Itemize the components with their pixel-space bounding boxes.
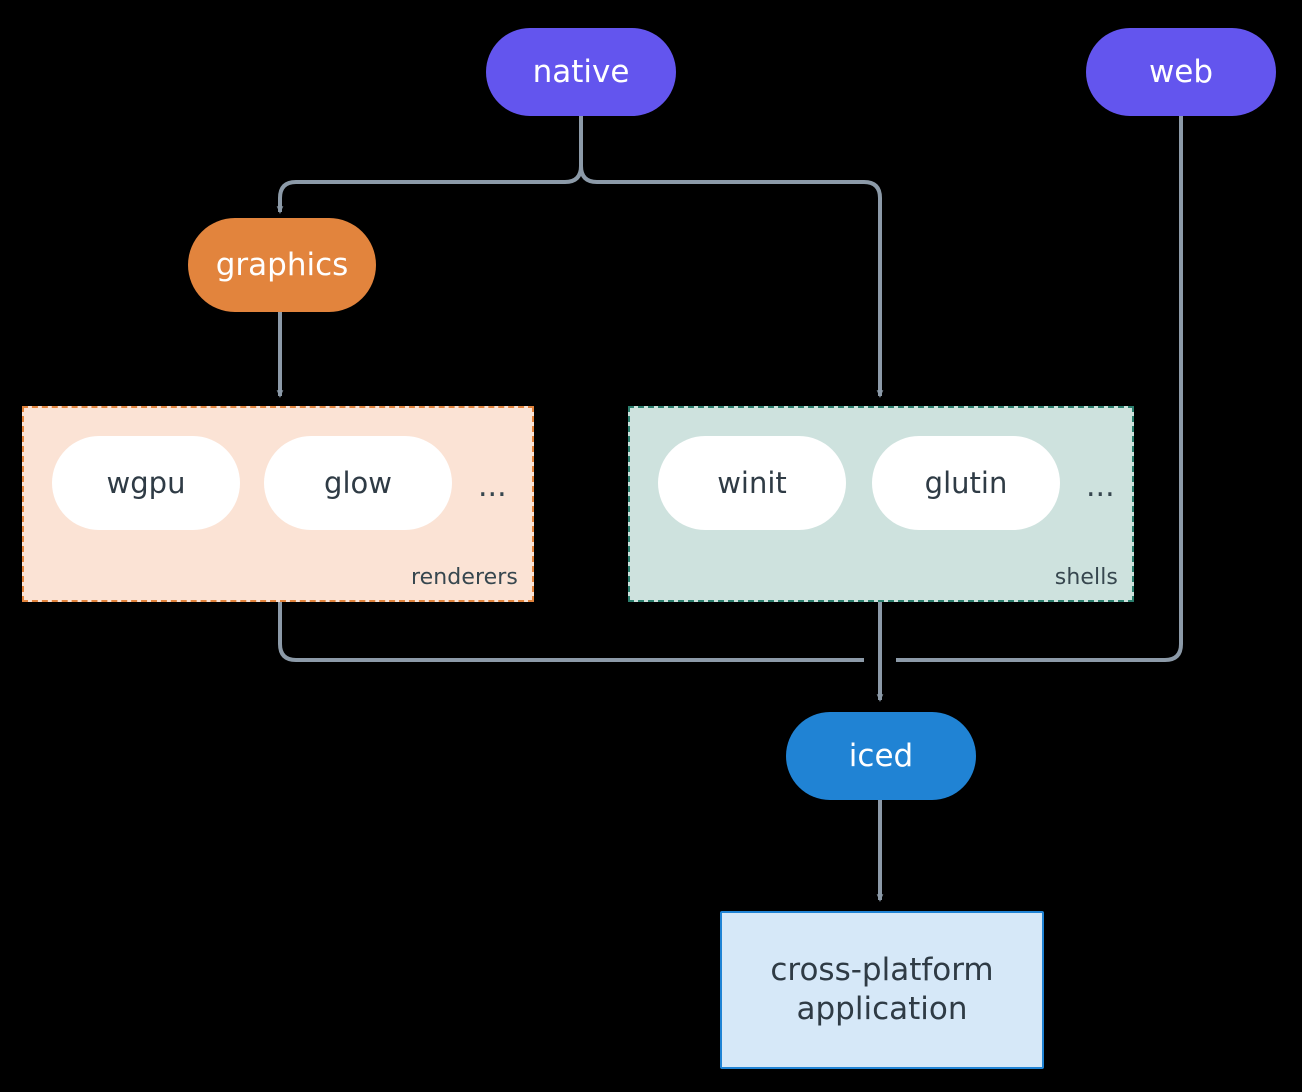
group-shells: winit glutin ... shells — [628, 406, 1134, 602]
node-graphics-label: graphics — [215, 246, 349, 283]
group-renderers: wgpu glow ... renderers — [22, 406, 534, 602]
node-iced[interactable]: iced — [786, 712, 976, 800]
node-native-label: native — [532, 53, 630, 90]
application-label-line2: application — [796, 991, 968, 1027]
edge-renderers-to-iced — [278, 602, 864, 662]
leaf-winit[interactable]: winit — [658, 436, 846, 530]
leaf-wgpu-label: wgpu — [106, 466, 186, 500]
node-cross-platform-application[interactable]: cross-platform application — [720, 911, 1044, 1069]
edge-native-to-graphics — [276, 165, 583, 215]
node-web[interactable]: web — [1086, 28, 1276, 116]
shells-more-ellipsis: ... — [1086, 469, 1115, 504]
leaf-glow-label: glow — [324, 466, 392, 500]
group-renderers-label: renderers — [410, 565, 518, 590]
leaf-glow[interactable]: glow — [264, 436, 452, 530]
node-iced-label: iced — [848, 737, 914, 774]
application-label-line1: cross-platform — [770, 952, 994, 989]
leaf-glutin-label: glutin — [924, 466, 1008, 500]
leaf-wgpu[interactable]: wgpu — [52, 436, 240, 530]
leaf-winit-label: winit — [717, 466, 787, 500]
node-web-label: web — [1148, 53, 1214, 90]
group-shells-label: shells — [1054, 565, 1118, 590]
node-native[interactable]: native — [486, 28, 676, 116]
renderers-more-ellipsis: ... — [478, 469, 507, 504]
node-graphics[interactable]: graphics — [188, 218, 376, 312]
leaf-glutin[interactable]: glutin — [872, 436, 1060, 530]
edge-native-to-shells — [579, 165, 884, 399]
